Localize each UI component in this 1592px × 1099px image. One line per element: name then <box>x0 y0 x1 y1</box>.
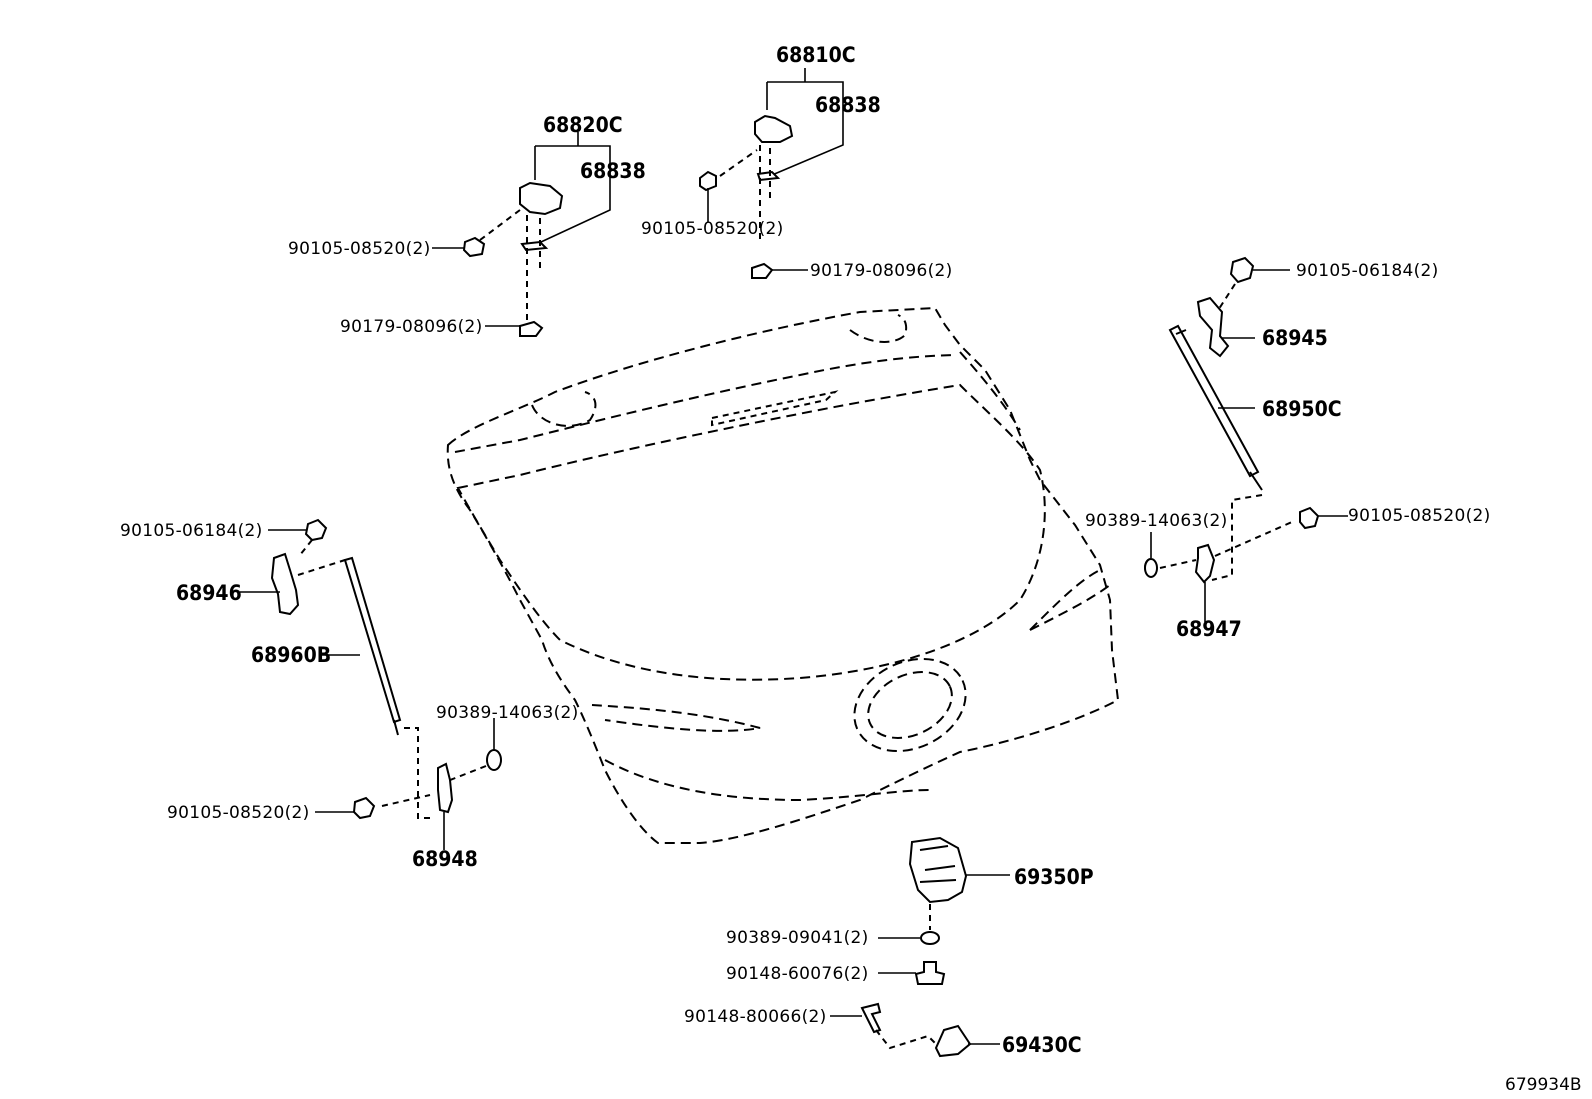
label-90105-08520-top[interactable]: 90105-08520(2) <box>641 219 784 239</box>
nut-90179-08096-top-icon <box>751 262 774 279</box>
washer-90389-14063-left-icon <box>486 749 502 771</box>
bracket-68810c <box>764 68 844 179</box>
label-68960b[interactable]: 68960B <box>251 643 331 667</box>
bracket-68820c <box>527 132 611 249</box>
label-68945[interactable]: 68945 <box>1262 326 1328 350</box>
label-69430c[interactable]: 69430C <box>1002 1033 1082 1057</box>
label-90105-06184-right[interactable]: 90105-06184(2) <box>1296 261 1439 281</box>
screw-90148-60076-icon <box>914 961 946 985</box>
hinge-68820c-part[interactable] <box>519 181 564 216</box>
bolt-90105-06184-left-icon <box>304 518 328 542</box>
label-90105-08520-right[interactable]: 90105-08520(2) <box>1348 506 1491 526</box>
bracket-68948-part[interactable] <box>437 762 454 814</box>
diagram-id: 679934B <box>1505 1075 1582 1095</box>
part-labels: 68810C 68838 68820C 68838 90105-08520(2)… <box>120 43 1582 1095</box>
hinge-68810c-group <box>699 68 844 279</box>
bracket-68946-part[interactable] <box>270 552 300 616</box>
lock-69350p-part[interactable] <box>908 836 968 904</box>
gas-stay-68960b-part[interactable] <box>343 556 402 724</box>
label-90389-14063-right[interactable]: 90389-14063(2) <box>1085 511 1228 531</box>
nut-90179-08096-left-icon <box>519 320 544 337</box>
bolt-90105-08520-top-icon <box>699 170 717 192</box>
switch-69430c-group <box>830 1002 1000 1058</box>
label-90389-14063-left[interactable]: 90389-14063(2) <box>436 703 579 723</box>
bracket-68945-part[interactable] <box>1196 296 1230 358</box>
label-68838-top[interactable]: 68838 <box>815 93 881 117</box>
label-90179-08096-left[interactable]: 90179-08096(2) <box>340 317 483 337</box>
label-90148-80066[interactable]: 90148-80066(2) <box>684 1007 827 1027</box>
bolt-90105-08520-left-icon <box>462 236 486 258</box>
lock-69350p-group <box>878 836 1010 985</box>
label-90105-08520-left[interactable]: 90105-08520(2) <box>288 239 431 259</box>
washer-90389-09041-icon <box>920 931 940 945</box>
stay-68950c-group <box>1144 256 1348 622</box>
label-90389-09041[interactable]: 90389-09041(2) <box>726 928 869 948</box>
label-68838-left[interactable]: 68838 <box>580 159 646 183</box>
switch-69430c-part[interactable] <box>934 1024 972 1058</box>
back-door-panel <box>446 306 1120 844</box>
label-90105-08520-lower[interactable]: 90105-08520(2) <box>167 803 310 823</box>
label-68950c[interactable]: 68950C <box>1262 397 1342 421</box>
label-68947[interactable]: 68947 <box>1176 617 1242 641</box>
label-68946[interactable]: 68946 <box>176 581 242 605</box>
label-90105-06184-left[interactable]: 90105-06184(2) <box>120 521 263 541</box>
screw-90148-80066-icon <box>860 1002 882 1034</box>
gas-stay-68950c-part[interactable] <box>1168 324 1260 478</box>
bracket-68947-part[interactable] <box>1194 543 1216 584</box>
bolt-90105-08520-lower-icon <box>352 796 376 820</box>
bolt-90105-08520-right-icon <box>1299 506 1320 530</box>
hinge-68810c-part[interactable] <box>754 114 794 143</box>
hinge-gasket-left <box>520 240 549 252</box>
label-90148-60076[interactable]: 90148-60076(2) <box>726 964 869 984</box>
label-68820c[interactable]: 68820C <box>543 113 623 137</box>
label-68948[interactable]: 68948 <box>412 847 478 871</box>
label-90179-08096-top[interactable]: 90179-08096(2) <box>810 261 953 281</box>
bolt-90105-06184-right-icon <box>1229 256 1255 284</box>
hinge-68820c-group <box>432 132 611 337</box>
label-69350p[interactable]: 69350P <box>1014 865 1094 889</box>
stay-68960b-group <box>240 518 502 850</box>
label-68810c[interactable]: 68810C <box>776 43 856 67</box>
